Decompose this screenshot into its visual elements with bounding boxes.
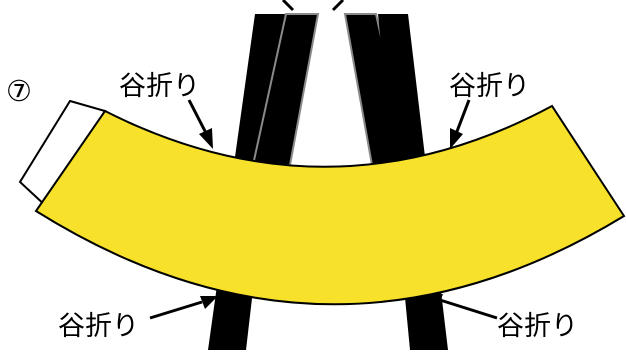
label-valley-fold-bottom-left: 谷折り bbox=[58, 311, 139, 342]
arrow-top-left-icon bbox=[187, 99, 213, 149]
arrow-bottom-left-icon bbox=[149, 296, 218, 320]
arrow-bottom-right-icon bbox=[425, 294, 498, 320]
arrow-top-right-icon bbox=[450, 99, 471, 149]
label-valley-fold-bottom-right: 谷折り bbox=[497, 311, 578, 342]
step-marker: ⑦ bbox=[6, 74, 32, 108]
top-arrow-right-icon bbox=[331, 0, 345, 12]
paper-band bbox=[34, 104, 626, 306]
label-valley-fold-top-left: 谷折り bbox=[119, 71, 200, 102]
label-valley-fold-top-right: 谷折り bbox=[449, 71, 530, 102]
top-arrow-left-icon bbox=[281, 0, 295, 12]
